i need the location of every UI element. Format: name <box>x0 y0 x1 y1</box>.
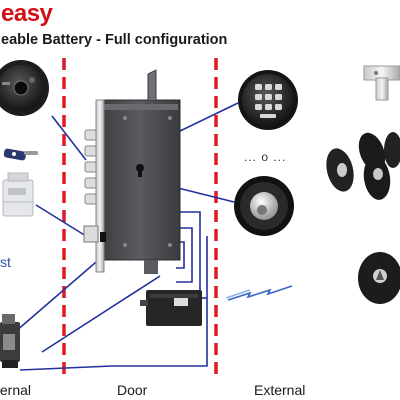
remote-fobs <box>326 132 400 200</box>
remote-control <box>358 252 400 304</box>
euro-cylinder <box>363 65 400 101</box>
page-subtitle: eable Battery - Full configuration <box>1 32 228 48</box>
zone-label-internal: ternal <box>0 382 32 398</box>
wireless-signal <box>225 285 293 301</box>
zone-label-external: External <box>254 382 306 398</box>
control-box <box>140 290 202 326</box>
side-label: st <box>0 254 11 270</box>
zone-label-door: Door <box>117 382 148 398</box>
internal-reader <box>0 60 49 116</box>
or-separator-label: ... o ... <box>244 150 286 164</box>
power-supply-unit <box>2 172 34 217</box>
external-reader <box>234 176 294 236</box>
lock-mechanism <box>83 69 181 274</box>
battery-pack <box>0 314 20 368</box>
key-fob <box>3 148 38 161</box>
page-title: easy <box>1 0 53 27</box>
keypad-reader <box>238 70 298 130</box>
